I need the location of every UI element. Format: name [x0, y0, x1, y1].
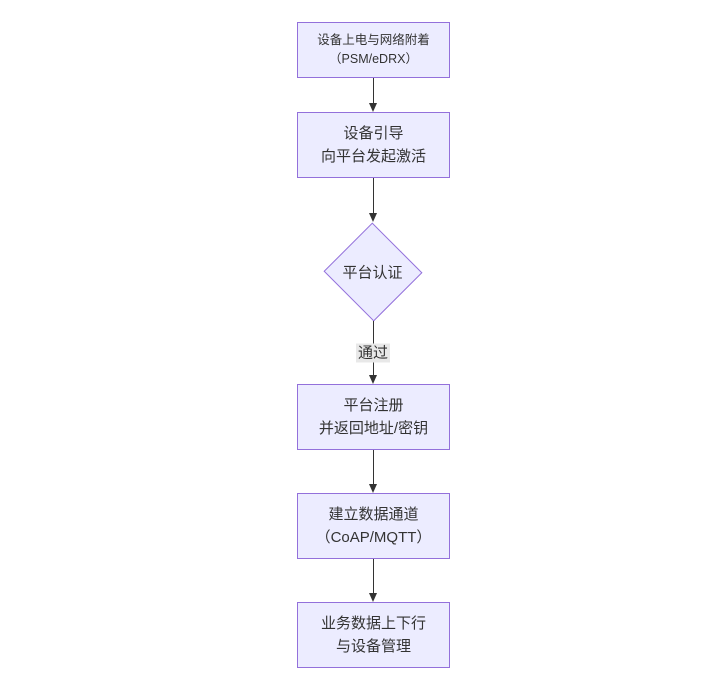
arrowhead-down-icon — [369, 375, 377, 384]
edge-channel-to-business — [373, 559, 374, 593]
edge-register-to-channel — [373, 450, 374, 484]
node-data-channel: 建立数据通道 （CoAP/MQTT） — [297, 493, 450, 559]
node-bootstrap: 设备引导 向平台发起激活 — [297, 112, 450, 178]
node-data-channel-line2: （CoAP/MQTT） — [315, 529, 432, 546]
node-business-data: 业务数据上下行 与设备管理 — [297, 602, 450, 668]
node-platform-register: 平台注册 并返回地址/密钥 — [297, 384, 450, 450]
arrowhead-down-icon — [369, 593, 377, 602]
node-bootstrap-line1: 设备引导 — [343, 125, 404, 142]
node-bootstrap-line2: 向平台发起激活 — [320, 148, 426, 165]
edge-bootstrap-to-auth — [373, 178, 374, 213]
decision-platform-auth-label: 平台认证 — [342, 264, 403, 281]
arrowhead-down-icon — [369, 213, 377, 222]
node-business-data-line1: 业务数据上下行 — [320, 615, 426, 632]
edge-label-pass: 通过 — [355, 343, 391, 363]
node-business-data-line2: 与设备管理 — [335, 638, 411, 655]
arrowhead-down-icon — [369, 484, 377, 493]
arrowhead-down-icon — [369, 103, 377, 112]
edge-power-to-bootstrap — [373, 78, 374, 103]
decision-platform-auth: 平台认证 — [321, 222, 424, 321]
node-power-attach-line1: 设备上电与网络附着 — [317, 33, 430, 47]
node-platform-register-line1: 平台注册 — [343, 397, 404, 414]
node-data-channel-line1: 建立数据通道 — [328, 506, 419, 523]
node-power-attach: 设备上电与网络附着 （PSM/eDRX） — [297, 22, 450, 78]
node-platform-register-line2: 并返回地址/密钥 — [318, 420, 429, 437]
node-power-attach-line2: （PSM/eDRX） — [329, 52, 418, 66]
